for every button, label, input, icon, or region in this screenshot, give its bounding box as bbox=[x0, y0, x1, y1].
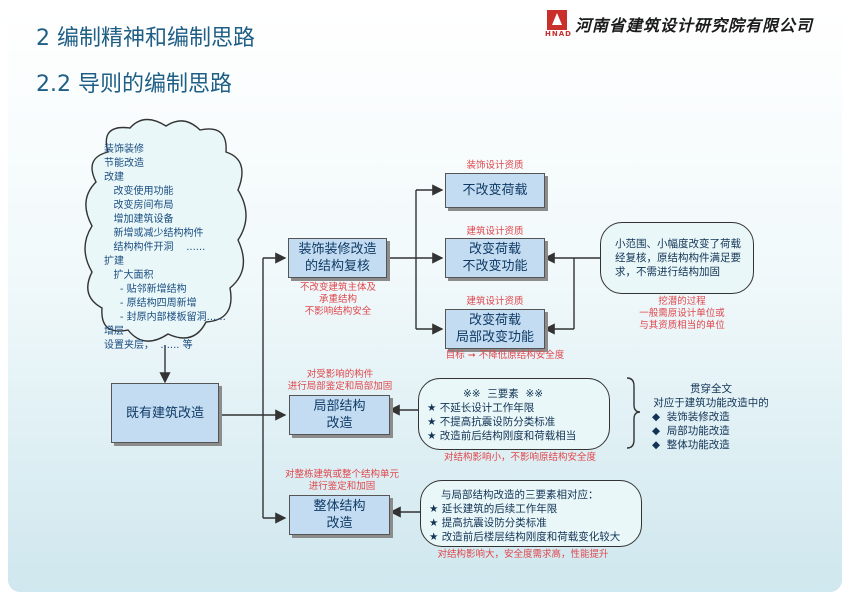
change-type-item: 增层 bbox=[104, 326, 124, 337]
small-change-note: 小范围、小幅度改变了荷载 经复核，原结构构件满足要 求，不需进行结构加固 bbox=[600, 222, 754, 294]
whole-elements-item: ★ 延长建筑的后续工作年限 bbox=[429, 503, 558, 515]
small-change-line: 求，不需进行结构加固 bbox=[615, 266, 720, 278]
whole-elements-box: 与局部结构改造的三要素相对应： ★ 延长建筑的后续工作年限 ★ 提高抗震设防分类… bbox=[420, 480, 642, 547]
change-type-item: 结构构件开洞 ...... bbox=[104, 242, 206, 253]
existing-building-box: 既有建筑改造 bbox=[111, 383, 219, 443]
local-scope-note: 对受影响的构件 进行局部鉴定和局部加固 bbox=[287, 369, 393, 392]
decor-review-box: 装饰装修改造 的结构复核 bbox=[288, 238, 387, 278]
through-items: ◆ 装饰装修改造 ◆ 局部功能改造 ◆ 整体功能改造 bbox=[652, 410, 730, 452]
change-type-item: 设置夹层， ...... 等 bbox=[104, 340, 193, 351]
change-type-item: 扩建 bbox=[104, 256, 124, 267]
change-type-item: 增加建筑设备 bbox=[104, 214, 174, 225]
whole-structure-box: 整体结构 改造 bbox=[289, 495, 390, 535]
qualification-note: 装饰设计资质 bbox=[466, 160, 524, 171]
change-type-item: 新增或减少结构构件 bbox=[104, 228, 204, 239]
qualification-note: 建筑设计资质 bbox=[466, 296, 524, 307]
qualification-note: 建筑设计资质 bbox=[466, 226, 524, 237]
goal-note: 目标 ➞ 不降低原结构安全度 bbox=[445, 350, 565, 361]
change-type-item: 装饰装修 bbox=[104, 144, 144, 155]
load-change-box: 改变荷载 不改变功能 bbox=[445, 238, 545, 278]
change-types-list: 装饰装修 节能改造 改建 改变使用功能 改变房间布局 增加建筑设备 新增或减少结… bbox=[104, 143, 226, 353]
through-line: 对应于建筑功能改造中的 bbox=[653, 397, 769, 409]
change-type-item: 节能改造 bbox=[104, 158, 144, 169]
whole-impact-note: 对结构影响大，安全度需求高，性能提升 bbox=[437, 549, 609, 560]
small-change-line: 经复核，原结构构件满足要 bbox=[615, 252, 741, 264]
three-elements-item: ★ 改造前后结构刚度和荷载相当 bbox=[427, 430, 577, 442]
whole-elements-title: 与局部结构改造的三要素相对应： bbox=[441, 489, 599, 501]
decor-conditions-note: 不改变建筑主体及 承重结构 不影响结构安全 bbox=[299, 282, 376, 317]
change-type-item: 改变房间布局 bbox=[104, 200, 174, 211]
logo-company-name: 河南省建筑设计研究院有限公司 bbox=[575, 16, 814, 35]
logo-emblem bbox=[547, 10, 567, 30]
change-types-cloud bbox=[84, 118, 247, 342]
small-change-line: 小范围、小幅度改变了荷载 bbox=[615, 238, 741, 250]
no-load-change-box: 不改变荷载 bbox=[445, 173, 545, 208]
change-type-item: 改变使用功能 bbox=[104, 186, 174, 197]
through-item: ◆ 装饰装修改造 bbox=[652, 411, 730, 423]
three-elements-box: ※※ 三要素 ※※ ★ 不延长设计工作年限 ★ 不提高抗震设防分类标准 ★ 改造… bbox=[418, 378, 610, 450]
three-elements-title: ※※ 三要素 ※※ bbox=[463, 388, 544, 400]
whole-elements-item: ★ 改造前后楼层结构刚度和荷载变化较大 bbox=[429, 531, 621, 543]
potential-note: 挖潜的过程 一般需原设计单位或 与其资质相当的单位 bbox=[639, 296, 725, 331]
through-text: 贯穿全文 对应于建筑功能改造中的 bbox=[646, 382, 776, 410]
local-impact-note: 对结构影响小，不影响原结构安全度 bbox=[443, 452, 596, 463]
through-item: ◆ 局部功能改造 bbox=[652, 425, 730, 437]
through-item: ◆ 整体功能改造 bbox=[652, 439, 730, 451]
whole-elements-item: ★ 提高抗震设防分类标准 bbox=[429, 517, 547, 529]
three-elements-item: ★ 不延长设计工作年限 bbox=[427, 402, 535, 414]
load-partial-change-box: 改变荷载 局部改变功能 bbox=[445, 309, 545, 349]
change-type-item: 改建 bbox=[104, 172, 124, 183]
change-type-item: - 原结构四周新增 bbox=[104, 298, 197, 309]
logo-abbreviation: HNAD bbox=[545, 30, 572, 38]
heading-subsection: 2.2 导则的编制思路 bbox=[36, 72, 232, 97]
whole-scope-note: 对整栋建筑或整个结构单元 进行鉴定和加固 bbox=[284, 469, 399, 492]
three-elements-item: ★ 不提高抗震设防分类标准 bbox=[427, 416, 556, 428]
local-structure-box: 局部结构 改造 bbox=[289, 395, 390, 435]
change-type-item: - 贴邻新增结构 bbox=[104, 284, 187, 295]
company-logo: HNAD 河南省建筑设计研究院有限公司 bbox=[545, 10, 841, 38]
change-type-item: - 封原内部楼板留洞...... bbox=[104, 312, 226, 323]
through-line: 贯穿全文 bbox=[690, 383, 732, 395]
heading-section: 2 编制精神和编制思路 bbox=[36, 26, 255, 51]
change-type-item: 扩大面积 bbox=[104, 270, 154, 281]
